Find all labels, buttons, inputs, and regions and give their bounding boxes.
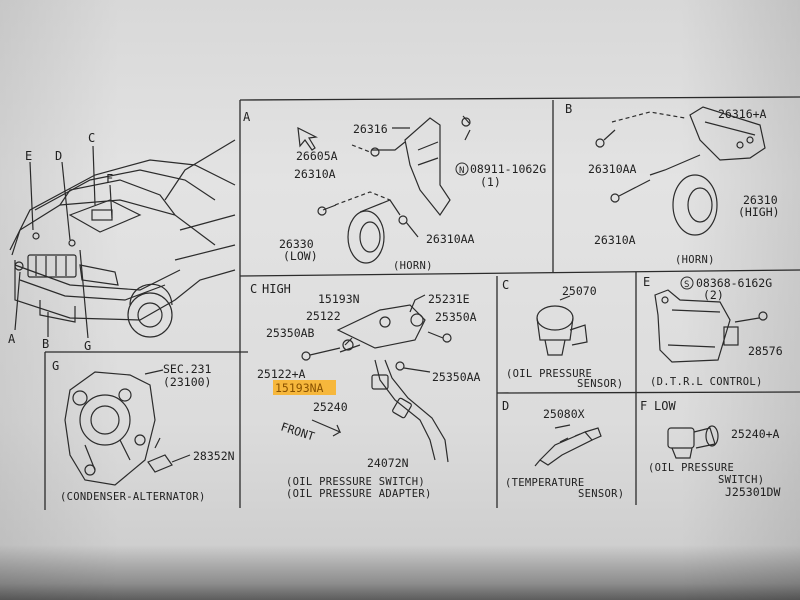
panel-b-caption: (HORN) [675, 254, 715, 266]
panel-f-caption-2: SWITCH) [718, 474, 764, 486]
panel-e-letter: E [643, 275, 650, 289]
panel-d-caption-1: (TEMPERATURE [505, 477, 584, 489]
part-26316a: 26316+A [718, 107, 767, 121]
alternator-drawing [64, 369, 191, 486]
panel-c2-caption-2: SENSOR) [577, 378, 623, 390]
panel-d-letter: D [502, 399, 509, 413]
oil-pressure-sensor-drawing [536, 295, 588, 356]
callout-g: G [84, 339, 91, 353]
panel-g-caption: (CONDENSER-ALTERNATOR) [60, 491, 206, 503]
n-symbol-icon [455, 162, 469, 176]
panel-divider [496, 391, 800, 394]
panel-divider [239, 96, 800, 101]
photo-bottom-edge [0, 545, 800, 600]
part-26310a: 26310A [294, 167, 336, 181]
part-25231e: 25231E [428, 292, 470, 306]
callout-d: D [55, 149, 62, 163]
panel-a-letter: A [243, 110, 251, 124]
panel-c-letter: C [250, 282, 257, 296]
n-symbol-letter: N [459, 166, 464, 176]
panel-f-caption-1: (OIL PRESSURE [648, 462, 734, 474]
panel-divider [239, 269, 800, 277]
part-26310aa-a: 26310AA [426, 232, 475, 246]
dtrl-control-drawing [654, 289, 768, 363]
part-25070: 25070 [562, 284, 597, 298]
oil-pressure-switch-low-drawing [667, 425, 719, 459]
part-25122: 25122 [306, 309, 341, 323]
panel-e-caption: (D.T.R.L CONTROL) [650, 376, 763, 388]
vehicle-illustration [9, 139, 236, 339]
callout-b: B [42, 337, 49, 351]
horn-low-drawing [297, 115, 471, 264]
part-15193n: 15193N [318, 292, 360, 306]
s-symbol-letter: S [684, 280, 689, 290]
part-25240a: 25240+A [731, 427, 780, 441]
part-26330: 26330 [279, 237, 314, 251]
part-26310-high: (HIGH) [738, 205, 780, 219]
part-08368-6162g: 08368-6162G [696, 276, 772, 290]
part-highlight [273, 380, 336, 395]
callout-e: E [25, 149, 32, 163]
part-25122a: 25122+A [257, 367, 306, 381]
front-label: FRONT [279, 420, 316, 444]
callout-a: A [8, 332, 16, 346]
panel-c-caption-1: (OIL PRESSURE SWITCH) [286, 476, 425, 488]
part-25350aa: 25350AA [432, 370, 481, 384]
cursor-arrow-icon [297, 126, 318, 151]
part-25350a: 25350A [435, 310, 477, 324]
panel-b-letter: B [565, 102, 572, 116]
part-26330-low: (LOW) [283, 249, 318, 263]
part-25350ab: 25350AB [266, 326, 315, 340]
part-26605a: 26605A [296, 149, 338, 163]
part-26310a-b: 26310A [594, 233, 636, 247]
s-symbol-icon [680, 276, 694, 290]
callout-f: F [106, 172, 113, 186]
panel-d-caption-2: SENSOR) [578, 488, 624, 500]
panel-c-caption-2: (OIL PRESSURE ADAPTER) [286, 488, 432, 500]
panel-f-title: LOW [654, 399, 676, 413]
horn-high-drawing [595, 106, 766, 236]
temperature-sensor-drawing [534, 424, 602, 467]
part-25080x: 25080X [543, 407, 585, 421]
panel-f-letter: F [640, 399, 647, 413]
part-08911-1062g: 08911-1062G [470, 162, 546, 176]
part-15193na: 15193NA [275, 381, 324, 395]
part-08911-qty: (1) [480, 175, 501, 189]
panel-g-letter: G [52, 359, 59, 373]
oil-pressure-switch-drawing [301, 294, 452, 463]
part-25240: 25240 [313, 400, 348, 414]
bolt-qty: (2) [703, 288, 724, 302]
diagram-code: J25301DW [725, 485, 780, 499]
panel-c2-caption-1: (OIL PRESSURE [506, 368, 592, 380]
part-26310: 26310 [743, 193, 778, 207]
panel-c-title: HIGH [262, 282, 291, 296]
panel-c2-letter: C [502, 278, 509, 292]
panel-a-caption: (HORN) [393, 260, 433, 272]
callout-c: C [88, 131, 95, 145]
sec-231: SEC.231 [163, 362, 212, 376]
sec-231-sub: (23100) [163, 375, 211, 389]
part-26316: 26316 [353, 122, 388, 136]
part-24072n: 24072N [367, 456, 409, 470]
part-26310aa-b: 26310AA [588, 162, 637, 176]
part-28576: 28576 [748, 344, 783, 358]
part-28352n: 28352N [193, 449, 235, 463]
